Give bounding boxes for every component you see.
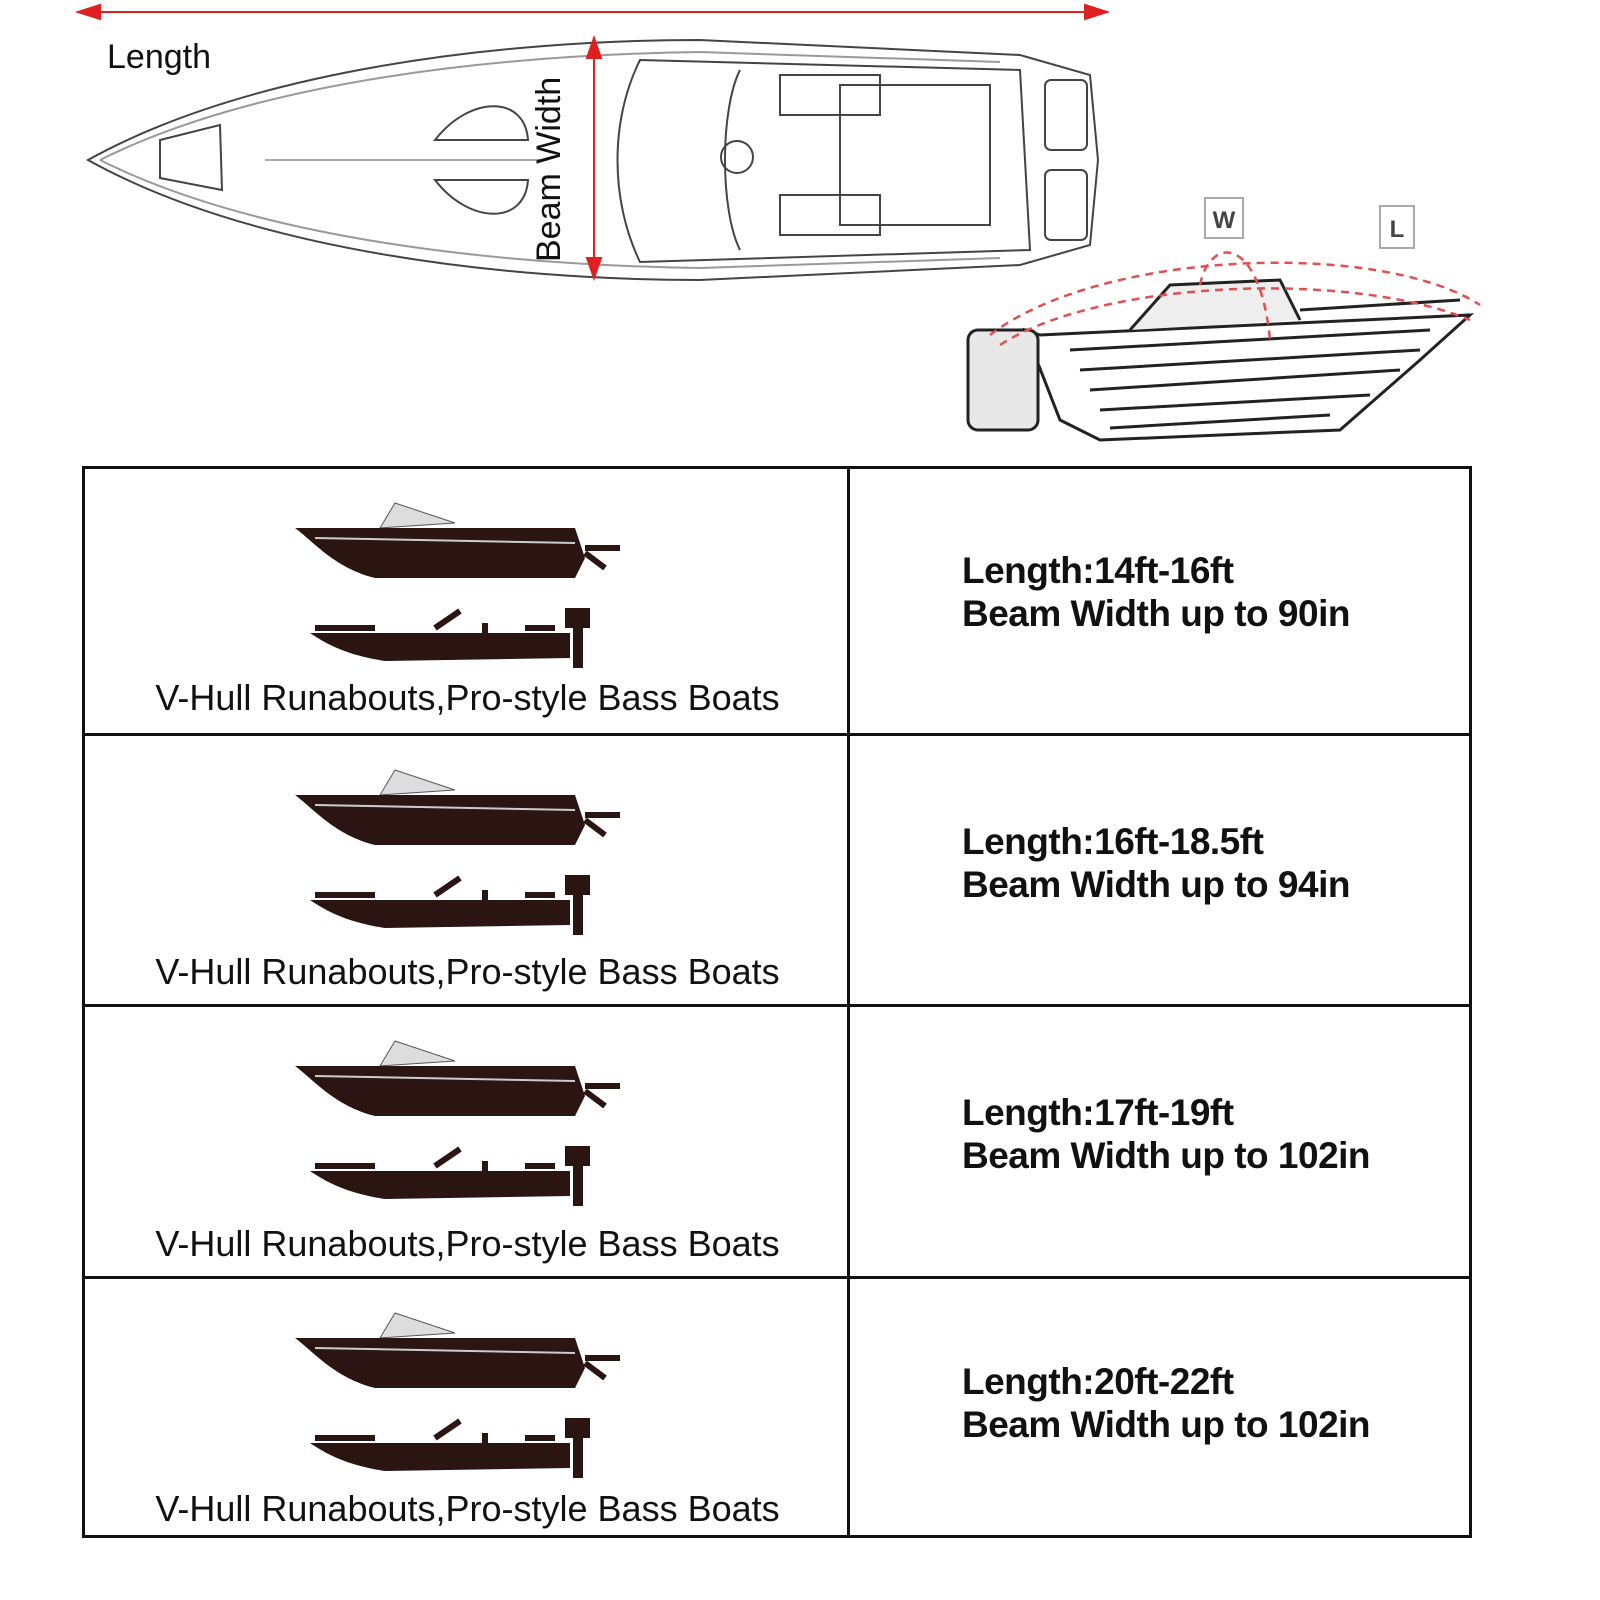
- boat-perspective-view: [966, 278, 1475, 442]
- bass-boat-icon: [310, 875, 590, 935]
- column-divider: [847, 469, 850, 1535]
- boat-illustrations: [285, 1021, 645, 1211]
- beam-width-limit: Beam Width up to 102in: [962, 1403, 1371, 1445]
- length-marker-box: L: [1379, 205, 1415, 249]
- size-spec: Length:14ft-16ft Beam Width up to 90in: [962, 549, 1350, 635]
- runabout-boat-icon: [295, 502, 620, 578]
- boat-type-label: V-Hull Runabouts,Pro-style Bass Boats: [155, 677, 780, 718]
- table-row: V-Hull Runabouts,Pro-style Bass Boats Le…: [85, 1004, 1469, 1276]
- runabout-boat-icon: [295, 1312, 620, 1388]
- measurement-curves: [989, 251, 1481, 347]
- bass-boat-icon: [310, 1146, 590, 1206]
- boat-type-label: V-Hull Runabouts,Pro-style Bass Boats: [155, 951, 780, 992]
- boat-illustrations: [285, 483, 645, 673]
- width-marker: W: [1213, 207, 1236, 234]
- table-row: V-Hull Runabouts,Pro-style Bass Boats Le…: [85, 469, 1469, 733]
- boat-illustrations: [285, 1293, 645, 1483]
- size-table: V-Hull Runabouts,Pro-style Bass Boats Le…: [82, 466, 1472, 1538]
- length-marker: L: [1390, 216, 1405, 243]
- boat-top-view-diagram: W L: [74, 3, 1481, 442]
- boat-type-label: V-Hull Runabouts,Pro-style Bass Boats: [155, 1488, 780, 1529]
- boat-illustrations: [285, 750, 645, 940]
- table-row: V-Hull Runabouts,Pro-style Bass Boats Le…: [85, 1276, 1469, 1541]
- length-label: Length: [107, 38, 211, 76]
- table-row: V-Hull Runabouts,Pro-style Bass Boats Le…: [85, 733, 1469, 1004]
- length-range: Length:20ft-22ft: [962, 1360, 1234, 1402]
- runabout-boat-icon: [295, 769, 620, 845]
- length-range: Length:17ft-19ft: [962, 1092, 1234, 1133]
- bass-boat-icon: [310, 1418, 590, 1478]
- beam-width-limit: Beam Width up to 90in: [962, 593, 1350, 634]
- boat-type-label: V-Hull Runabouts,Pro-style Bass Boats: [155, 1223, 780, 1264]
- size-spec: Length:16ft-18.5ft Beam Width up to 94in: [962, 820, 1350, 906]
- boat-top-view: [85, 38, 1100, 282]
- size-spec: Length:20ft-22ft Beam Width up to 102in: [962, 1360, 1371, 1446]
- beam-width-arrow: [585, 34, 603, 282]
- size-spec: Length:17ft-19ft Beam Width up to 102in: [962, 1091, 1371, 1177]
- length-range: Length:14ft-16ft: [962, 550, 1234, 591]
- beam-width-limit: Beam Width up to 94in: [962, 863, 1350, 905]
- beam-width-label: Beam Width: [530, 76, 568, 262]
- bass-boat-icon: [310, 608, 590, 668]
- beam-width-limit: Beam Width up to 102in: [962, 1135, 1371, 1176]
- length-arrow: [74, 3, 1111, 21]
- length-range: Length:16ft-18.5ft: [962, 820, 1264, 862]
- width-marker-box: W: [1204, 197, 1244, 239]
- runabout-boat-icon: [295, 1040, 620, 1116]
